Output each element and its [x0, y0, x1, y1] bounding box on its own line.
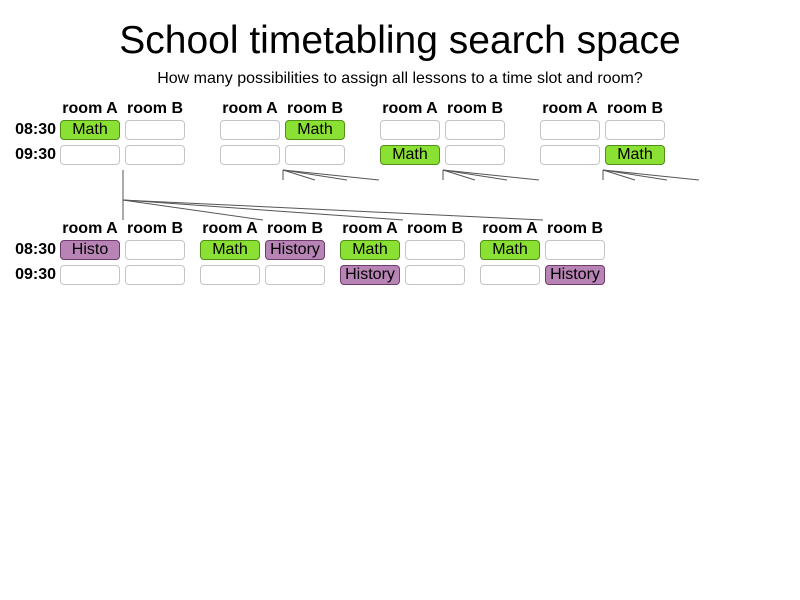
tree-edge — [122, 199, 264, 221]
empty-slot — [60, 145, 120, 165]
tree-edge — [282, 169, 316, 181]
room-header: room A — [222, 100, 278, 117]
room-header: room A — [542, 100, 598, 117]
tree-edge — [602, 169, 700, 181]
empty-slot — [540, 145, 600, 165]
tree-edge — [442, 169, 540, 181]
empty-slot — [540, 120, 600, 140]
empty-slot — [405, 240, 465, 260]
empty-slot — [445, 145, 505, 165]
empty-slot — [220, 145, 280, 165]
room-header: room B — [127, 220, 183, 237]
empty-slot — [200, 265, 260, 285]
room-header: room A — [482, 220, 538, 237]
empty-slot — [265, 265, 325, 285]
room-header: room B — [607, 100, 663, 117]
tree-edge — [602, 169, 668, 181]
room-header: room B — [547, 220, 603, 237]
room-header: room A — [382, 100, 438, 117]
math-lesson-slot: Math — [480, 240, 540, 260]
empty-slot — [480, 265, 540, 285]
room-header: room B — [267, 220, 323, 237]
history-lesson-slot: History — [545, 265, 605, 285]
tree-edge — [122, 199, 544, 221]
room-header: room B — [287, 100, 343, 117]
room-header: room B — [127, 100, 183, 117]
empty-slot — [125, 265, 185, 285]
history-lesson-slot: History — [265, 240, 325, 260]
empty-slot — [125, 240, 185, 260]
empty-slot — [125, 145, 185, 165]
math-lesson-slot: Math — [285, 120, 345, 140]
room-header: room A — [62, 100, 118, 117]
time-label: 08:30 — [15, 121, 56, 138]
history-lesson-slot: Histo — [60, 240, 120, 260]
math-lesson-slot: Math — [340, 240, 400, 260]
time-label: 09:30 — [15, 146, 56, 163]
math-lesson-slot: Math — [605, 145, 665, 165]
room-header: room A — [342, 220, 398, 237]
math-lesson-slot: Math — [200, 240, 260, 260]
math-lesson-slot: Math — [60, 120, 120, 140]
room-header: room A — [62, 220, 118, 237]
tree-edge — [442, 169, 476, 181]
math-lesson-slot: Math — [380, 145, 440, 165]
tree-edge — [282, 169, 348, 181]
tree-edge — [602, 169, 636, 181]
tree-edge — [282, 169, 380, 181]
empty-slot — [405, 265, 465, 285]
empty-slot — [125, 120, 185, 140]
history-lesson-slot: History — [340, 265, 400, 285]
empty-slot — [220, 120, 280, 140]
empty-slot — [605, 120, 665, 140]
empty-slot — [285, 145, 345, 165]
time-label: 08:30 — [15, 241, 56, 258]
room-header: room A — [202, 220, 258, 237]
empty-slot — [545, 240, 605, 260]
page-title: School timetabling search space — [119, 19, 681, 62]
empty-slot — [60, 265, 120, 285]
tree-edge — [122, 199, 404, 221]
room-header: room B — [407, 220, 463, 237]
empty-slot — [380, 120, 440, 140]
room-header: room B — [447, 100, 503, 117]
time-label: 09:30 — [15, 266, 56, 283]
tree-edge — [442, 169, 508, 181]
empty-slot — [445, 120, 505, 140]
page-subtitle: How many possibilities to assign all les… — [157, 70, 643, 87]
